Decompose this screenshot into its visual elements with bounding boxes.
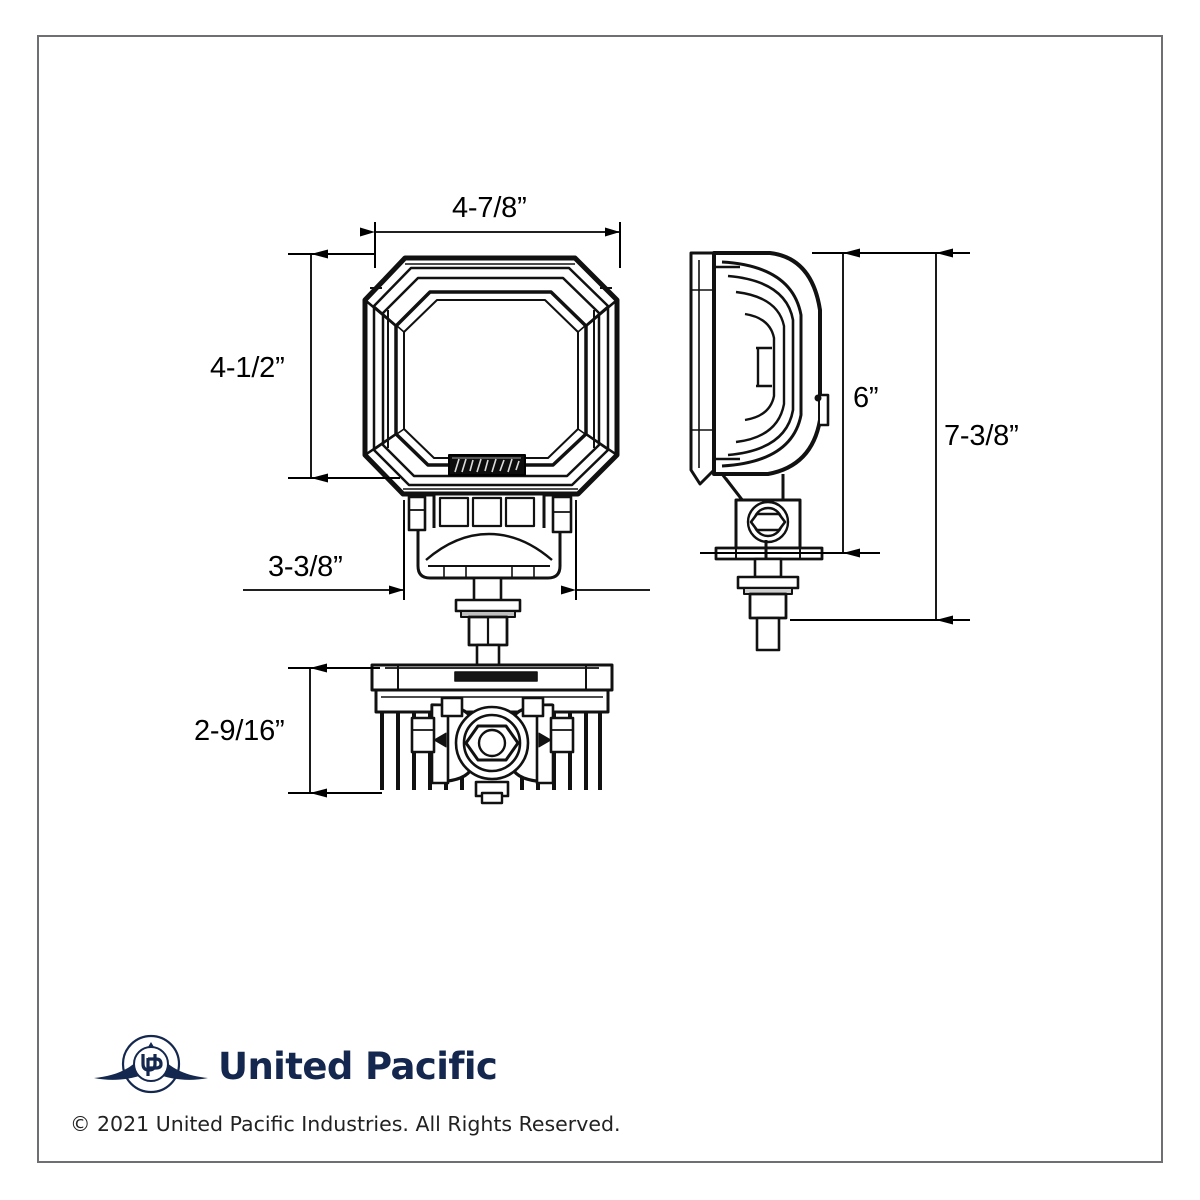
dimension-label-height-body: 6” <box>853 382 879 414</box>
bracket-bolt-right <box>551 495 573 534</box>
side-mount-stud <box>736 557 800 652</box>
front-mount-bracket <box>403 495 577 580</box>
side-view <box>689 251 830 652</box>
brand-wordmark: United Pacific <box>218 1044 498 1088</box>
dimension-label-width-front: 4-7/8” <box>452 192 527 224</box>
dimension-label-height-total: 7-3/8” <box>944 420 1019 452</box>
brand-block: United Pacific © 2021 United Pacific Ind… <box>70 1030 621 1150</box>
dimension-label-height-front: 4-1/2” <box>210 352 285 384</box>
brand-logo-row: United Pacific <box>92 1030 498 1102</box>
bracket-bolt-left <box>407 495 427 532</box>
dimension-height-front <box>288 249 400 483</box>
united-pacific-winged-circle-logo <box>94 1034 208 1094</box>
dimension-height-total <box>790 248 970 625</box>
dimension-lines <box>243 222 970 798</box>
stud-washer <box>454 598 522 613</box>
sheet-border <box>37 35 1163 1163</box>
front-heatsink <box>432 492 546 532</box>
copyright-text: © 2021 United Pacific Industries. All Ri… <box>70 1112 621 1136</box>
bottom-view <box>370 663 614 805</box>
dimension-depth-base <box>243 520 650 600</box>
side-pivot-hex <box>749 512 787 532</box>
front-view <box>362 255 620 677</box>
dimension-label-depth-base: 3-3/8” <box>268 551 343 583</box>
front-mount-stud <box>454 576 522 677</box>
dimension-label-depth-top: 2-9/16” <box>194 715 285 747</box>
dimension-depth-top <box>288 663 382 798</box>
dimension-width-front <box>360 222 621 268</box>
